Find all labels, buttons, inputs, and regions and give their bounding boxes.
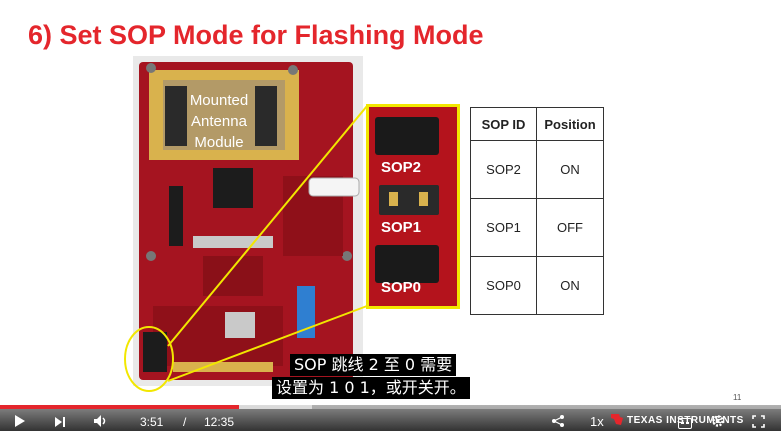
fullscreen-icon[interactable] — [752, 415, 765, 433]
zoom-label-sop2: SOP2 — [381, 159, 422, 176]
share-icon[interactable] — [551, 414, 565, 433]
video-player-controls: 3:51 / 12:35 1x Texas Instruments — [0, 405, 781, 431]
time-separator: / — [183, 415, 187, 429]
table-cell-position: OFF — [536, 198, 604, 257]
slide-number: 11 — [733, 393, 742, 402]
duration: 12:35 — [204, 415, 235, 429]
zoom-label-sop1: SOP1 — [381, 219, 422, 236]
progress-bar[interactable] — [0, 405, 781, 409]
antenna-module-label: Mounted Antenna Module — [189, 92, 249, 151]
table-header-sop-id: SOP ID — [470, 107, 537, 141]
captions-icon[interactable] — [678, 416, 692, 434]
current-time: 3:51 — [140, 415, 164, 429]
table-header-position: Position — [536, 107, 604, 141]
subtitle-line-1: SOP 跳线 2 至 0 需要 — [290, 354, 457, 376]
table-cell-position: ON — [536, 256, 604, 315]
table-cell-id: SOP2 — [470, 140, 537, 199]
played-bar — [0, 405, 239, 409]
next-icon[interactable] — [54, 415, 66, 433]
zoom-label-sop0: SOP0 — [381, 279, 422, 296]
volume-icon[interactable] — [93, 414, 109, 433]
table-cell-id: SOP0 — [470, 256, 537, 315]
slide-title: 6) Set SOP Mode for Flashing Mode — [28, 20, 484, 50]
jumper-sop1 — [379, 185, 439, 215]
jumper-sop2 — [375, 117, 439, 155]
sop-jumper-zoom: SOP2 SOP1 SOP0 — [366, 104, 460, 309]
board-photo: Mounted Antenna Module — [133, 56, 363, 386]
subtitle-line-2: 设置为 1 0 1，或开关开。 — [272, 377, 470, 399]
settings-icon[interactable] — [711, 414, 725, 433]
jumper-sop0 — [375, 245, 439, 283]
brand-name: Texas Instruments — [627, 415, 744, 426]
table-cell-id: SOP1 — [470, 198, 537, 257]
table-row: SOP0 ON — [470, 256, 604, 315]
playback-speed[interactable]: 1x — [590, 414, 604, 429]
table-row: SOP2 ON — [470, 140, 604, 199]
table-row: SOP1 OFF — [470, 198, 604, 257]
table-cell-position: ON — [536, 140, 604, 199]
table-header-row: SOP ID Position — [470, 107, 604, 141]
play-icon[interactable] — [14, 414, 26, 433]
ti-logo-icon — [610, 412, 624, 431]
sop-table: SOP ID Position SOP2 ON SOP1 OFF SOP0 ON — [470, 107, 604, 315]
